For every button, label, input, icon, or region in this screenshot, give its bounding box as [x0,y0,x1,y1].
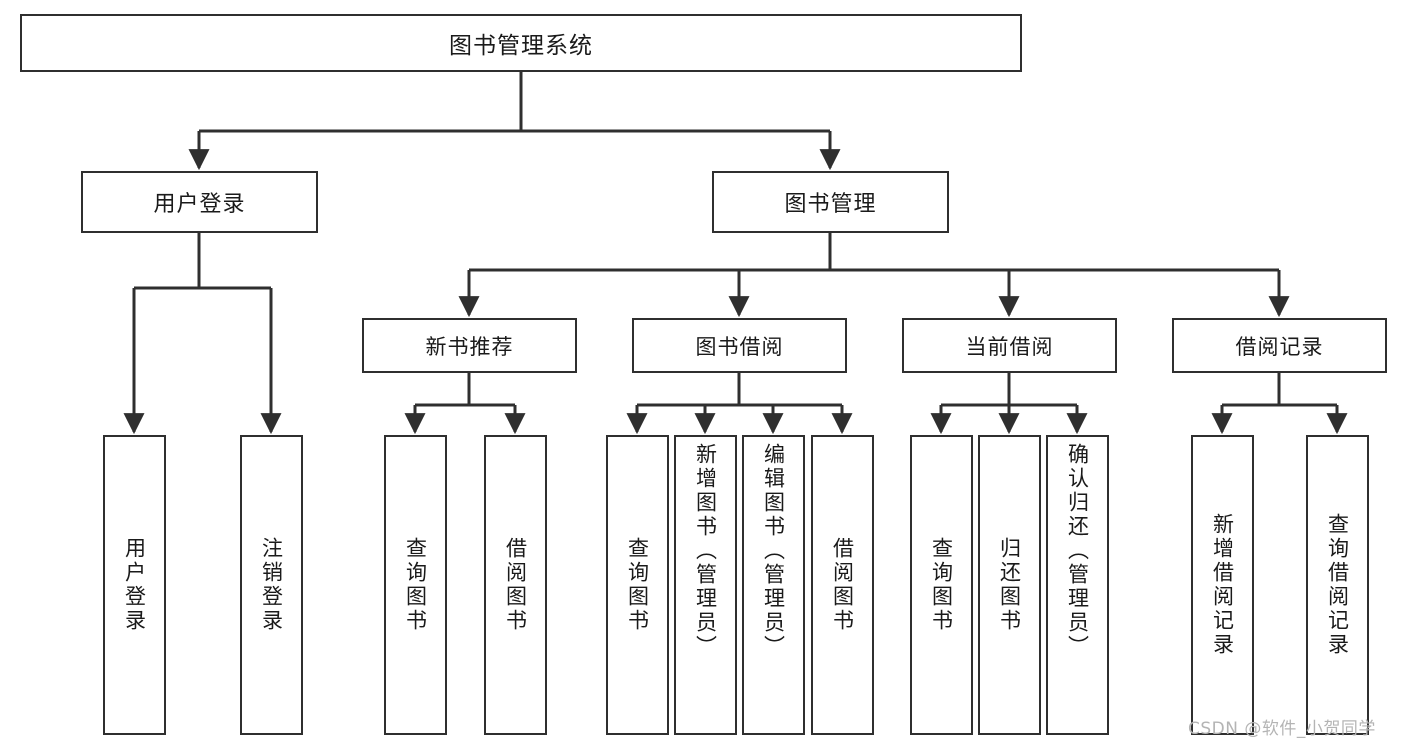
node-label: 新增图书（管理员） [693,443,718,659]
leaf-current-borrow-confirm-return[interactable]: 确认归还（管理员） [1046,435,1109,735]
leaf-borrow-record-query[interactable]: 查询借阅记录 [1306,435,1369,735]
leaf-new-book-borrow[interactable]: 借阅图书 [484,435,547,735]
node-borrow-record[interactable]: 借阅记录 [1172,318,1387,373]
leaf-new-book-query[interactable]: 查询图书 [384,435,447,735]
node-label: 查询借阅记录 [1325,513,1350,657]
leaf-book-borrow-add[interactable]: 新增图书（管理员） [674,435,737,735]
leaf-book-borrow-edit[interactable]: 编辑图书（管理员） [742,435,805,735]
node-label: 新书推荐 [425,334,514,359]
node-book-management[interactable]: 图书管理 [712,171,949,233]
leaf-user-login-signin[interactable]: 用户登录 [103,435,166,735]
node-label: 图书借阅 [695,334,784,359]
node-label: 新增借阅记录 [1210,513,1235,657]
node-book-borrow[interactable]: 图书借阅 [632,318,847,373]
csdn-watermark: CSDN @软件_小贺同学 [1188,719,1376,739]
node-label: 注销登录 [259,537,284,633]
leaf-book-borrow-query[interactable]: 查询图书 [606,435,669,735]
node-label: 借阅图书 [830,537,855,633]
node-label: 借阅记录 [1235,334,1324,359]
node-label: 图书管理系统 [449,33,593,59]
node-label: 编辑图书（管理员） [761,443,786,659]
node-current-borrow[interactable]: 当前借阅 [902,318,1117,373]
node-root-library-system[interactable]: 图书管理系统 [20,14,1022,72]
node-label: 当前借阅 [965,334,1054,359]
leaf-user-login-signout[interactable]: 注销登录 [240,435,303,735]
node-label: 查询图书 [929,537,954,633]
leaf-borrow-record-add[interactable]: 新增借阅记录 [1191,435,1254,735]
node-label: 图书管理 [784,192,877,217]
leaf-book-borrow-lend[interactable]: 借阅图书 [811,435,874,735]
node-label: 查询图书 [625,537,650,633]
node-new-book-recommend[interactable]: 新书推荐 [362,318,577,373]
node-label: 归还图书 [997,537,1022,633]
node-label: 用户登录 [153,192,246,217]
leaf-current-borrow-query[interactable]: 查询图书 [910,435,973,735]
node-label: 借阅图书 [503,537,528,633]
node-label: 用户登录 [122,537,147,633]
node-label: 查询图书 [403,537,428,633]
leaf-current-borrow-return[interactable]: 归还图书 [978,435,1041,735]
node-label: 确认归还（管理员） [1065,443,1090,659]
node-user-login[interactable]: 用户登录 [81,171,318,233]
